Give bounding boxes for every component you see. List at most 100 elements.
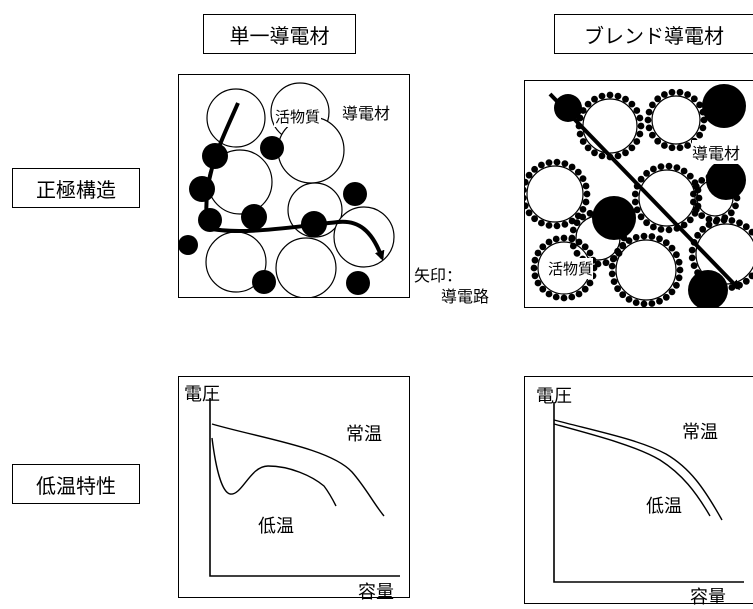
- small-conductive-dot: [705, 215, 713, 223]
- small-conductive-dot: [748, 272, 753, 280]
- small-conductive-dot: [694, 231, 701, 239]
- small-conductive-dot: [586, 279, 594, 287]
- small-conductive-dot: [579, 206, 587, 213]
- small-conductive-dot: [609, 213, 617, 221]
- small-conductive-dot: [637, 213, 645, 221]
- small-conductive-dot: [688, 246, 696, 254]
- small-conductive-dot: [684, 142, 691, 149]
- blend-conductive-material-label: 導電材: [692, 140, 741, 164]
- small-conductive-dot: [690, 262, 698, 269]
- small-conductive-dot: [694, 269, 701, 277]
- arrow-note-line1: 矢印：: [414, 266, 463, 285]
- small-conductive-dot: [586, 249, 594, 257]
- small-conductive-dot: [561, 221, 569, 228]
- small-conductive-dot: [620, 234, 628, 242]
- small-conductive-dot: [698, 212, 706, 220]
- small-conductive-dot: [525, 209, 533, 217]
- small-conductive-dot: [698, 177, 706, 184]
- small-conductive-dot: [584, 100, 592, 108]
- small-conductive-dot: [654, 137, 662, 145]
- small-conductive-dot: [713, 216, 721, 224]
- small-conductive-dot: [657, 163, 665, 171]
- small-conductive-dot: [553, 222, 561, 230]
- row-header-low-temp: 低温特性: [12, 464, 140, 504]
- small-conductive-dot: [643, 169, 650, 177]
- small-conductive-dot: [668, 288, 676, 296]
- small-conductive-dot: [680, 167, 688, 175]
- small-conductive-dot: [632, 299, 640, 306]
- small-conductive-dot: [619, 291, 627, 299]
- small-conductive-dot: [602, 209, 610, 217]
- small-conductive-dot: [539, 243, 547, 251]
- small-conductive-dot: [648, 233, 656, 240]
- small-conductive-dot: [583, 190, 591, 198]
- small-conductive-dot: [568, 163, 576, 171]
- single-voltage-label: 電圧: [184, 384, 220, 405]
- blend-active-material-particles: [526, 95, 753, 301]
- small-conductive-dot: [545, 159, 553, 167]
- small-conductive-dot: [644, 116, 652, 124]
- small-conductive-dot: [608, 262, 616, 270]
- small-conductive-dot: [696, 131, 703, 139]
- small-conductive-dot: [602, 259, 610, 267]
- small-conductive-dot: [553, 158, 561, 166]
- small-conductive-dot: [576, 130, 584, 138]
- small-conductive-dot: [525, 178, 529, 186]
- small-conductive-dot: [581, 243, 589, 251]
- small-conductive-dot: [695, 194, 703, 202]
- small-conductive-dot: [614, 92, 622, 100]
- column-header-blend-label: ブレンド導電材: [584, 23, 724, 48]
- small-conductive-dot: [614, 247, 621, 255]
- small-conductive-dot: [545, 238, 553, 246]
- single-low-temp-label: 低温: [258, 516, 294, 537]
- small-conductive-dot: [591, 149, 598, 157]
- small-conductive-dot: [573, 249, 581, 257]
- small-conductive-dot: [662, 239, 670, 247]
- small-conductive-dot: [632, 234, 640, 241]
- small-conductive-dot: [680, 221, 688, 229]
- blend-active-material-label: 活物質: [548, 258, 594, 279]
- small-conductive-dot: [610, 255, 618, 262]
- small-conductive-dot: [650, 165, 657, 173]
- column-header-single-label: 単一導電材: [229, 23, 330, 48]
- single-low-temp-curve: [211, 437, 337, 507]
- small-conductive-dot: [637, 122, 645, 130]
- small-conductive-dot: [633, 206, 641, 214]
- single-capacity-label: 容量: [358, 582, 394, 603]
- small-conductive-dot: [700, 116, 708, 124]
- small-conductive-dot: [637, 175, 645, 183]
- blend-voltage-label: 電圧: [536, 386, 572, 407]
- small-conductive-dot: [640, 300, 648, 307]
- small-conductive-dot: [656, 235, 663, 243]
- small-conductive-dot: [676, 144, 684, 152]
- small-conductive-dot: [561, 160, 569, 168]
- small-conductive-dot: [606, 91, 614, 99]
- blend-graph-panel: [524, 376, 753, 604]
- small-conductive-dot: [690, 198, 697, 206]
- small-conductive-dot: [534, 249, 542, 257]
- small-conductive-dot: [675, 274, 683, 282]
- blend-graph: [553, 402, 744, 583]
- small-conductive-dot: [579, 107, 587, 114]
- single-graph-axes: [209, 398, 400, 577]
- small-conductive-dot: [552, 293, 560, 301]
- small-conductive-dot: [531, 215, 538, 223]
- small-conductive-dot: [699, 225, 707, 233]
- small-conductive-dot: [668, 88, 676, 96]
- blend-conductive-path-arrow: [548, 92, 741, 291]
- small-conductive-dot: [573, 219, 581, 227]
- small-conductive-dot: [705, 221, 713, 229]
- blend-graph-axes: [553, 402, 744, 583]
- small-conductive-dot: [748, 228, 753, 236]
- small-conductive-dot: [525, 171, 533, 179]
- small-conductive-dot: [552, 235, 560, 243]
- small-conductive-dot: [531, 256, 539, 264]
- small-conductive-dot: [727, 209, 735, 217]
- small-conductive-dot: [574, 168, 582, 176]
- small-conductive-dot: [538, 161, 545, 169]
- small-conductive-dot: [692, 206, 700, 214]
- small-conductive-dot: [657, 226, 665, 233]
- small-conductive-dot: [633, 107, 641, 114]
- small-conductive-dot: [649, 131, 656, 139]
